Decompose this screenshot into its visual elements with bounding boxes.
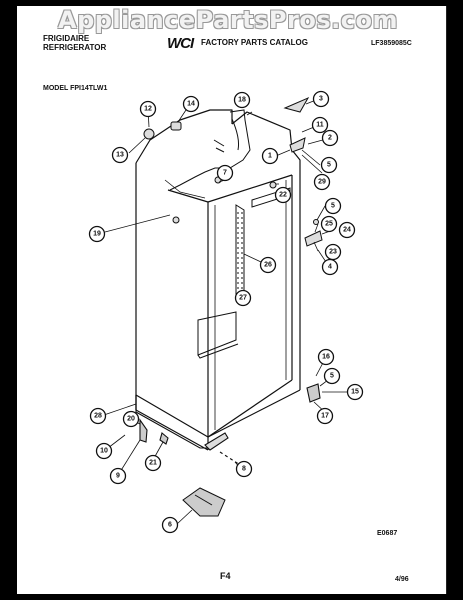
- figure-code: E0687: [377, 530, 398, 537]
- svg-text:26: 26: [264, 262, 272, 269]
- callout-19: 19: [88, 225, 106, 243]
- svg-text:1: 1: [268, 153, 272, 160]
- callout-10: 10: [95, 442, 113, 460]
- catalog-code: LF3859085C: [371, 40, 412, 47]
- callout-8: 8: [235, 460, 253, 478]
- callouts: 1 2 3 4 5 5 5 6 7 8 9 10 11 12 13 14 15 …: [88, 90, 364, 534]
- svg-text:4: 4: [328, 264, 332, 271]
- callout-29: 29: [313, 173, 331, 191]
- svg-text:23: 23: [329, 249, 337, 256]
- svg-text:17: 17: [321, 413, 329, 420]
- interior-liner: [197, 187, 291, 359]
- upper-hinge-and-flange: [169, 109, 251, 191]
- callout-14: 14: [182, 95, 200, 113]
- callout-11: 11: [311, 116, 329, 134]
- leader-lines: [100, 97, 348, 525]
- svg-text:13: 13: [116, 152, 124, 159]
- callout-9: 9: [109, 467, 127, 485]
- svg-text:10: 10: [100, 448, 108, 455]
- svg-text:2: 2: [328, 135, 332, 142]
- svg-text:21: 21: [149, 460, 157, 467]
- callout-1: 1: [261, 147, 279, 165]
- svg-text:20: 20: [127, 416, 135, 423]
- callout-24: 24: [338, 221, 356, 239]
- callout-26: 26: [259, 256, 277, 274]
- model-label: MODEL FPI14TLW1: [43, 85, 108, 92]
- page-number: F4: [220, 571, 231, 581]
- callout-16: 16: [317, 348, 335, 366]
- svg-text:8: 8: [242, 466, 246, 473]
- svg-text:5: 5: [327, 162, 331, 169]
- callout-12: 12: [139, 100, 157, 118]
- brand-line-1: FRIGIDAIRE: [43, 34, 90, 43]
- callout-4: 4: [321, 258, 339, 276]
- callout-23: 23: [324, 243, 342, 261]
- svg-text:5: 5: [330, 373, 334, 380]
- svg-text:15: 15: [351, 389, 359, 396]
- base-and-leveling: [135, 383, 321, 471]
- svg-text:6: 6: [168, 522, 172, 529]
- svg-text:19: 19: [93, 231, 101, 238]
- callout-25: 25: [320, 215, 338, 233]
- svg-text:16: 16: [322, 354, 330, 361]
- callout-5: 5: [324, 197, 342, 215]
- svg-text:29: 29: [318, 179, 326, 186]
- callout-2: 2: [321, 129, 339, 147]
- svg-text:12: 12: [144, 106, 152, 113]
- callout-3: 3: [312, 90, 330, 108]
- callout-18: 18: [233, 91, 251, 109]
- callout-6: 6: [161, 516, 179, 534]
- catalog-title: FACTORY PARTS CATALOG: [201, 38, 308, 47]
- parts-sheet: FRIGIDAIRE REFRIGERATOR WCI FACTORY PART…: [17, 6, 447, 594]
- revision-date: 4/96: [395, 576, 409, 583]
- callout-22: 22: [274, 186, 292, 204]
- svg-text:27: 27: [239, 295, 247, 302]
- callout-5: 5: [323, 367, 341, 385]
- callout-28: 28: [89, 407, 107, 425]
- svg-text:11: 11: [316, 122, 324, 129]
- bottom-hinge: [182, 487, 226, 517]
- callout-15: 15: [346, 383, 364, 401]
- svg-text:3: 3: [319, 96, 323, 103]
- watermark: AppliancePartsPros.com: [58, 6, 398, 34]
- callout-13: 13: [111, 146, 129, 164]
- svg-text:14: 14: [187, 101, 195, 108]
- callout-5: 5: [320, 156, 338, 174]
- wci-logo: WCI: [167, 35, 194, 52]
- callout-20: 20: [122, 410, 140, 428]
- callout-7: 7: [216, 164, 234, 182]
- callout-27: 27: [234, 289, 252, 307]
- svg-text:18: 18: [238, 97, 246, 104]
- callout-21: 21: [144, 454, 162, 472]
- svg-text:28: 28: [94, 413, 102, 420]
- svg-text:22: 22: [279, 192, 287, 199]
- svg-text:9: 9: [116, 473, 120, 480]
- svg-text:5: 5: [331, 203, 335, 210]
- callout-17: 17: [316, 407, 334, 425]
- brand-line-2: REFRIGERATOR: [43, 43, 107, 52]
- svg-text:7: 7: [223, 170, 227, 177]
- top-small-parts: [143, 96, 323, 247]
- svg-text:25: 25: [325, 221, 333, 228]
- svg-text:24: 24: [343, 227, 351, 234]
